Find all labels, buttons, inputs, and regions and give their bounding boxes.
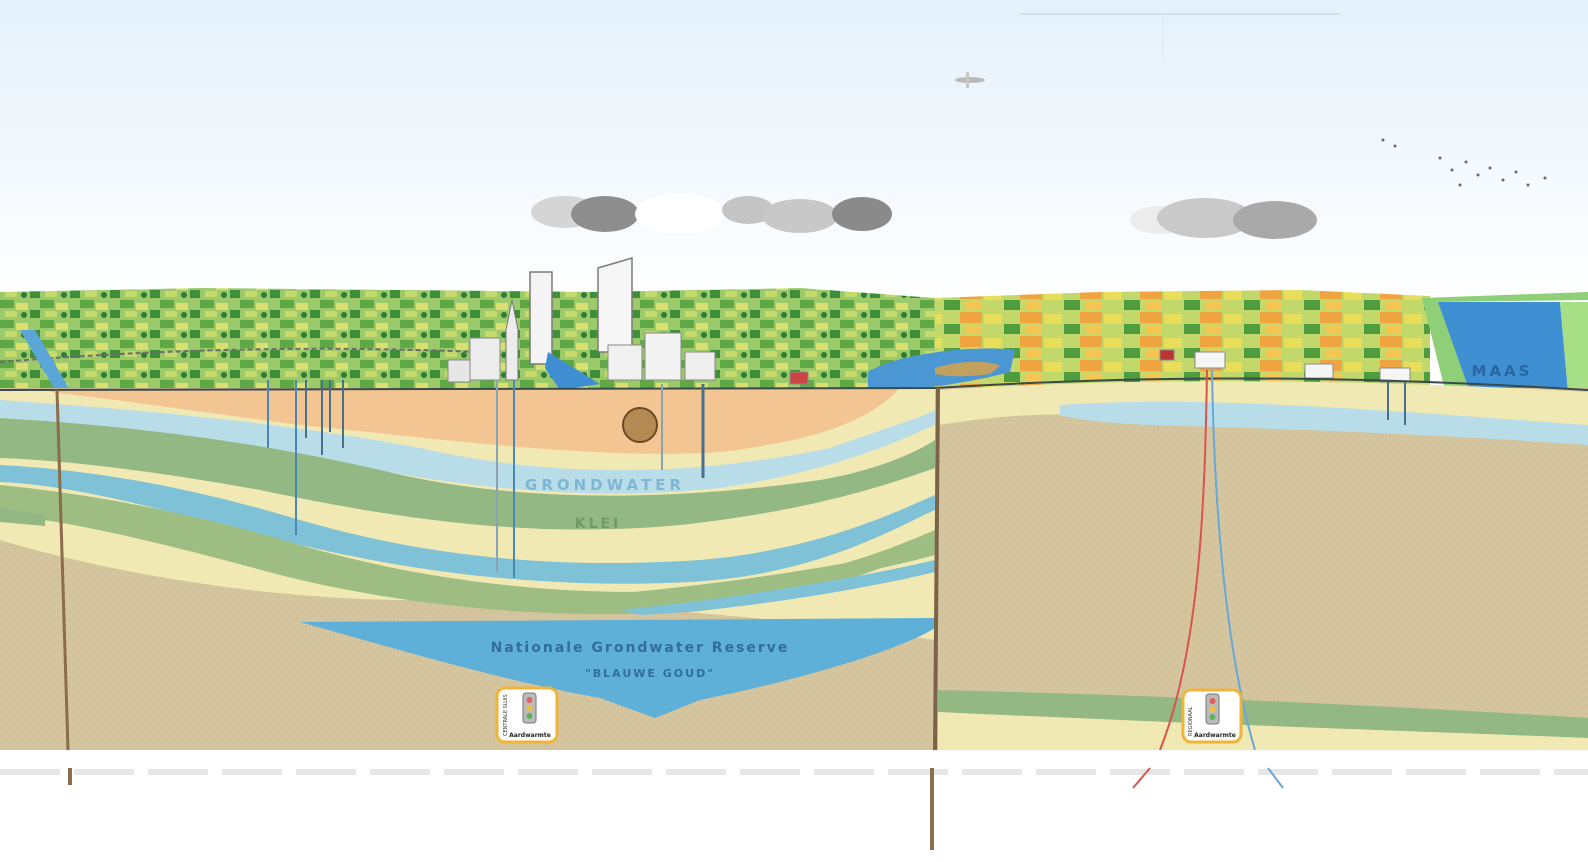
groundwater-layer xyxy=(0,400,935,494)
sand-layer-right-lower xyxy=(938,712,1588,750)
building-icon xyxy=(607,344,643,381)
aquifer-layer xyxy=(0,465,935,584)
cloud-icon xyxy=(531,194,892,234)
grondwater-label: GRONDWATER xyxy=(525,476,685,494)
cloud-icon xyxy=(1130,198,1317,239)
building-icon xyxy=(597,256,633,353)
farm-houses xyxy=(789,349,1411,385)
sky xyxy=(0,0,1588,300)
wells xyxy=(55,369,1406,751)
sand-layer-orange xyxy=(50,388,900,454)
river-bank-right xyxy=(1560,302,1588,395)
section-divider xyxy=(933,387,940,751)
groundwater-layer-right xyxy=(1060,401,1588,445)
geothermal-pipe-red xyxy=(1159,369,1208,751)
building-icon xyxy=(447,359,471,383)
geothermal-pipe-red-deep xyxy=(1132,767,1151,789)
clay-layer-right xyxy=(938,690,1588,738)
airplane-icon xyxy=(955,72,985,88)
stream-left xyxy=(20,330,70,390)
geothermal-badge-left[interactable]: CENTRALE SLUIS Aardwarmte xyxy=(495,686,559,744)
geothermal-pipe-blue-deep xyxy=(1267,767,1284,789)
deep-soil-right-texture xyxy=(938,388,1588,750)
groundwater-reserve xyxy=(300,618,935,718)
reserve-title: Nationale Grondwater Reserve xyxy=(491,640,790,656)
building-icon xyxy=(529,271,553,365)
geothermal-badge-right[interactable]: REGIONAAL Aardwarmte xyxy=(1181,688,1243,744)
traffic-light-icon xyxy=(1205,693,1220,725)
reed-bed xyxy=(935,361,1000,377)
geothermal-pipe-blue xyxy=(1211,369,1256,751)
badge-right-caption: Aardwarmte xyxy=(1194,732,1236,739)
clay-layer xyxy=(0,418,935,530)
traffic-light-icon xyxy=(522,692,537,724)
building-icon xyxy=(644,332,682,381)
city-canal xyxy=(545,352,600,390)
boulder-icon xyxy=(622,407,658,443)
badge-left-caption: Aardwarmte xyxy=(509,732,551,739)
church-spire xyxy=(505,299,519,381)
building-icon xyxy=(684,351,716,381)
city xyxy=(447,256,716,390)
aquifer-lens xyxy=(620,560,935,615)
klei-label: KLEI xyxy=(575,516,622,532)
well-pipe xyxy=(55,389,70,751)
ground-surface-line xyxy=(0,377,1588,391)
lower-white-band xyxy=(0,750,1588,862)
maas-label: MAAS xyxy=(1472,362,1533,380)
reserve-subtitle: "BLAUWE GOUD" xyxy=(585,667,715,680)
road xyxy=(0,347,481,363)
clay-lens-mid xyxy=(600,545,935,605)
clay-layer-lower xyxy=(0,485,935,615)
badge-left-side-text: CENTRALE SLUIS xyxy=(503,694,509,736)
landscape-right xyxy=(935,290,1430,390)
badge-right-side-text: REGIONAAL xyxy=(1188,706,1194,736)
building-icon xyxy=(469,337,501,381)
bird-flock-icon xyxy=(1381,138,1547,187)
clay-lens-left xyxy=(0,508,45,526)
